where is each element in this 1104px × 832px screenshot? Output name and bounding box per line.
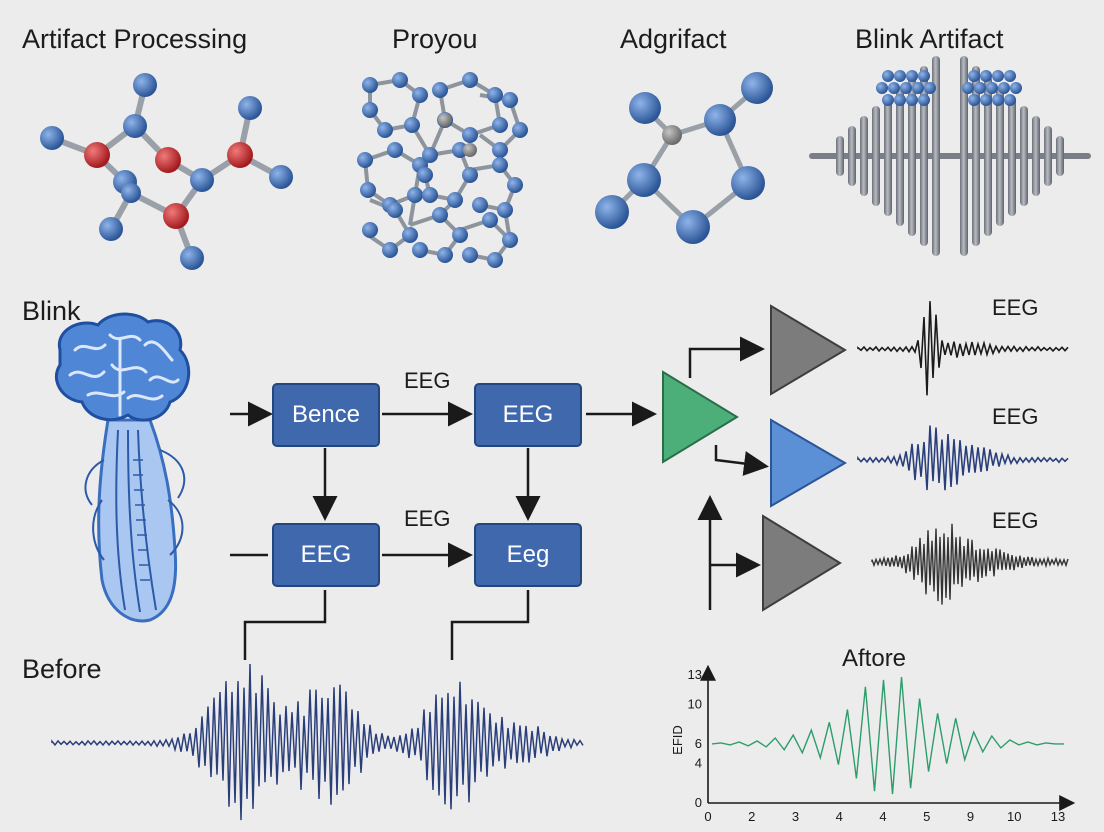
molecule-icon xyxy=(40,73,293,270)
comb-bar xyxy=(860,116,868,196)
after-chart-ytick: 0 xyxy=(695,795,702,810)
comb-bar xyxy=(932,56,940,256)
after-chart-xtick: 3 xyxy=(792,809,799,824)
amplifier-blue-icon xyxy=(770,418,847,508)
amplifier-gray-bottom-icon xyxy=(762,514,842,612)
flow-label-bottom: EEG xyxy=(404,506,451,531)
after-chart-ytick: 6 xyxy=(695,736,702,751)
title-adgrifact: Adgrifact xyxy=(620,24,727,54)
after-chart-ytick: 13 xyxy=(688,667,702,682)
after-chart-xtick: 10 xyxy=(1007,809,1021,824)
label-blink: Blink xyxy=(22,296,81,326)
after-chart-xtick: 0 xyxy=(704,809,711,824)
after-chart-xtick: 13 xyxy=(1051,809,1065,824)
comb-bar xyxy=(920,66,928,246)
amplifier-gray-top-icon xyxy=(770,304,847,396)
after-chart-title: Aftore xyxy=(842,645,907,672)
molecule-cluster-icon xyxy=(357,72,528,268)
output-waveform-2 xyxy=(857,425,1069,491)
output-waveform-1 xyxy=(857,301,1069,396)
comb-bar xyxy=(984,76,992,236)
comb-bar xyxy=(872,106,880,206)
after-chart-xtick: 4 xyxy=(836,809,843,824)
comb-bar xyxy=(848,126,856,186)
amplifier-green-icon xyxy=(662,370,739,464)
after-chart-xtick: 2 xyxy=(748,809,755,824)
after-chart-ytick: 4 xyxy=(695,756,702,771)
label-before: Before xyxy=(22,654,102,684)
after-chart-xtick: 5 xyxy=(923,809,930,824)
comb-bar xyxy=(1032,116,1040,196)
title-blink-artifact: Blink Artifact xyxy=(855,24,1004,54)
after-chart-ytick: 10 xyxy=(688,697,702,712)
after-chart-xtick: 9 xyxy=(967,809,974,824)
comb-bar xyxy=(960,56,968,256)
after-chart: 0 4 6 10 13 0 2 3 4 4 5 9 10 13 EFID xyxy=(670,664,1076,824)
comb-bar xyxy=(972,66,980,246)
comb-bar xyxy=(836,136,844,176)
comb-bar xyxy=(1020,106,1028,206)
comb-bar xyxy=(1056,136,1064,176)
after-chart-xtick: 4 xyxy=(879,809,886,824)
output-waveform-3 xyxy=(871,523,1069,605)
brain-jellyfish-icon xyxy=(54,312,191,623)
output-label-1: EEG xyxy=(992,295,1039,320)
after-chart-ylabel: EFID xyxy=(670,725,685,755)
comb-bar xyxy=(896,86,904,226)
box-eeg-bottom: EEG xyxy=(272,523,380,587)
box-bence: Bence xyxy=(272,383,380,447)
box-eeg-lower: Eeg xyxy=(474,523,582,587)
comb-bar xyxy=(884,96,892,216)
title-proyou: Proyou xyxy=(392,24,478,54)
molecule-ring-icon xyxy=(595,72,773,244)
comb-bar xyxy=(1044,126,1052,186)
comb-bar xyxy=(908,76,916,236)
flow-label-top: EEG xyxy=(404,368,451,393)
box-eeg-top: EEG xyxy=(474,383,582,447)
before-waveform xyxy=(51,663,584,821)
output-label-3: EEG xyxy=(992,508,1039,533)
output-label-2: EEG xyxy=(992,404,1039,429)
after-series-line xyxy=(711,676,1064,795)
comb-bar xyxy=(996,86,1004,226)
title-artifact-processing: Artifact Processing xyxy=(22,24,248,54)
comb-bar xyxy=(1008,96,1016,216)
blink-signal-comb-icon xyxy=(809,56,1091,256)
